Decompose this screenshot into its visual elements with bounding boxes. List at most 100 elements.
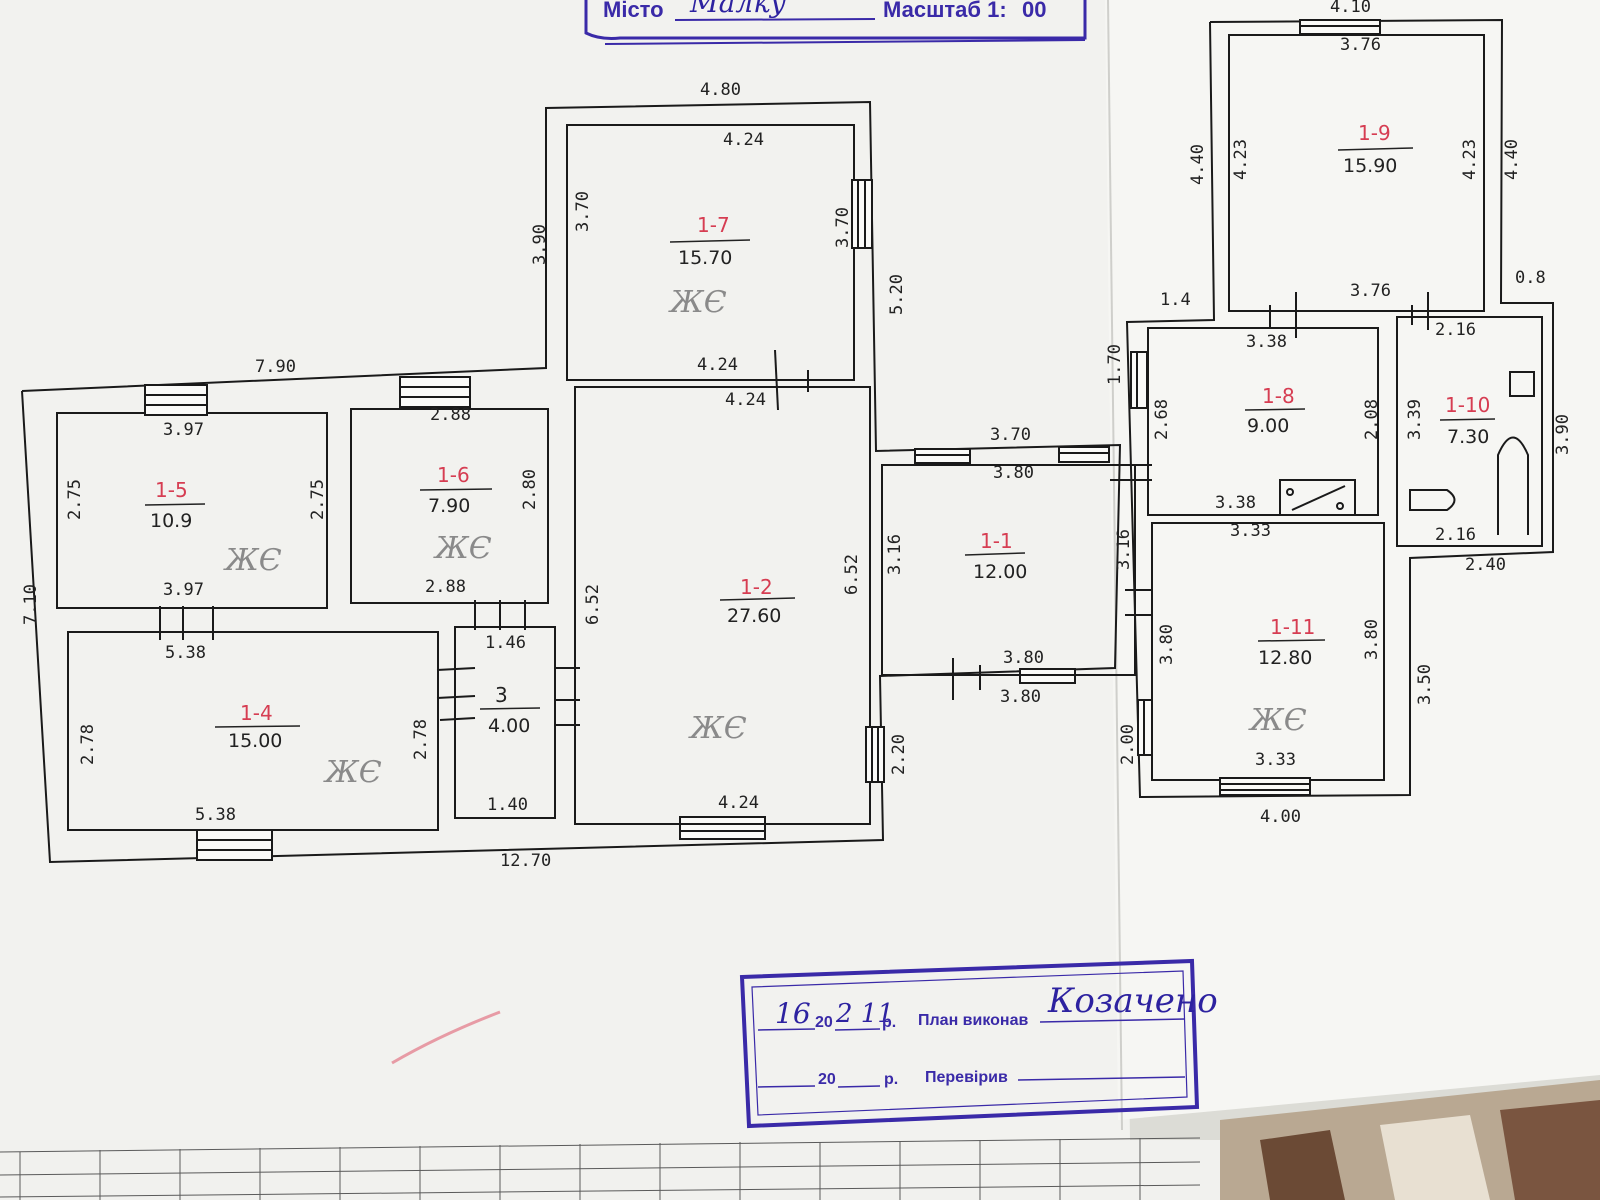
dim-r11-outer-right: 3.50: [1415, 664, 1435, 705]
room-id: 1-1: [980, 529, 1013, 553]
dim-r2-left: 6.52: [583, 584, 603, 625]
room-id: 1-6: [437, 463, 470, 487]
room-area: 4.00: [488, 715, 530, 737]
room-area: 7.90: [428, 495, 470, 517]
scale-value: 00: [1022, 0, 1046, 22]
room-id: 1-10: [1445, 393, 1490, 417]
bathroom-fixtures: [1279, 371, 1535, 535]
walls: [21, 18, 1554, 864]
dim-r10-outer-bottom: 2.40: [1465, 555, 1506, 575]
dim-r1-bottom: 3.80: [1003, 648, 1044, 668]
living-marks: ЖЄ ЖЄ ЖЄ ЖЄ ЖЄ ЖЄ: [223, 285, 1307, 790]
dim-r10-left: 3.39: [1405, 399, 1425, 440]
dim-r9-outer-left: 4.40: [1188, 144, 1208, 185]
left-sheet: [0, 0, 1130, 1160]
dim-r9-top: 3.76: [1340, 35, 1381, 55]
dim-r8-right: 2.08: [1362, 399, 1382, 440]
dim-r9-outer-top: 4.10: [1330, 0, 1371, 17]
dim-step-left: 1.4: [1160, 290, 1191, 310]
toilet: [1409, 489, 1456, 511]
dim-r3-top: 1.46: [485, 633, 526, 653]
room-area: 12.80: [1258, 647, 1312, 669]
boiler: [1279, 479, 1356, 516]
dim-r1-top-outer: 3.70: [990, 425, 1031, 445]
room-id: 1-7: [697, 213, 730, 237]
dim-r5-top: 3.97: [163, 420, 204, 440]
room-id: 1-8: [1262, 384, 1295, 408]
bathtub: [1497, 436, 1529, 535]
dim-r7-outer-top: 4.80: [700, 80, 741, 100]
room-1-8: [1147, 327, 1379, 516]
dim-r2-top: 4.24: [725, 390, 766, 410]
dim-r5-left: 2.75: [65, 479, 85, 520]
dim-r9-right: 4.23: [1460, 139, 1480, 180]
dim-r4-bottom: 5.38: [195, 805, 236, 825]
windows: [144, 19, 1381, 861]
living-mark: ЖЄ: [668, 285, 727, 320]
room-area: 9.00: [1247, 415, 1289, 437]
dim-r7-left: 3.70: [573, 191, 593, 232]
date2-prefix: 20: [818, 1071, 836, 1088]
room-labels: 1-1 12.00 1-2 27.60 3 4.00 1-4 15.00 1-5…: [144, 121, 1496, 752]
dim-r1-ext-right: 1.70: [1105, 344, 1125, 385]
room-area: 27.60: [727, 605, 781, 627]
dim-r11-bottom: 3.33: [1255, 750, 1296, 770]
date-day: 16: [775, 997, 811, 1030]
dim-r4-right: 2.78: [411, 719, 431, 760]
room-1-6: [350, 408, 549, 604]
executed-by: Козачено: [1047, 981, 1218, 1021]
sheet-seam: [1107, 0, 1123, 1131]
dim-r1-left: 3.16: [885, 534, 905, 575]
dim-left-height: 7.10: [21, 584, 41, 625]
room-area: 12.00: [973, 561, 1027, 583]
pencil-stroke: [391, 1010, 501, 1065]
room-id: 1-4: [240, 701, 273, 725]
living-mark: ЖЄ: [323, 755, 382, 790]
room-area: 15.70: [678, 247, 732, 269]
grid-strip: [0, 1137, 1220, 1200]
dim-r9-bottom: 3.76: [1350, 281, 1391, 301]
dim-r4-top: 5.38: [165, 643, 206, 663]
dim-r2-ext-right: 2.20: [889, 734, 909, 775]
dim-r10-top: 2.16: [1435, 320, 1476, 340]
dim-r11-right: 3.80: [1362, 619, 1382, 660]
dim-r7-right: 3.70: [833, 207, 853, 248]
room-area: 15.90: [1343, 155, 1397, 177]
dim-r6-right: 2.80: [520, 469, 540, 510]
room-area: 15.00: [228, 730, 282, 752]
date-year: 2 11: [835, 999, 894, 1029]
dim-r7-bottom: 4.24: [697, 355, 738, 375]
doors: [159, 292, 1429, 726]
living-mark: ЖЄ: [433, 531, 492, 566]
scale-label: Масштаб 1:: [883, 0, 1007, 22]
dim-r10-bottom: 2.16: [1435, 525, 1476, 545]
sink: [1509, 371, 1535, 397]
checked-label: Перевірив: [925, 1069, 1008, 1086]
dim-step-right: 0.8: [1515, 268, 1546, 288]
living-mark: ЖЄ: [688, 711, 747, 746]
dim-total-width: 12.70: [500, 851, 551, 871]
dim-r8-bottom: 3.38: [1215, 493, 1256, 513]
room-1-10: [1396, 316, 1543, 547]
dim-r3-bottom: 1.40: [487, 795, 528, 815]
dim-r8-top: 3.38: [1246, 332, 1287, 352]
dim-r2-right: 6.52: [842, 554, 862, 595]
dim-r7-top: 4.24: [723, 130, 764, 150]
room-id: 1-9: [1358, 121, 1391, 145]
dim-r7-outer-right: 5.20: [887, 274, 907, 315]
header-stamp: Місто Малку Масштаб 1: 00: [584, 0, 1087, 45]
year-suffix: р.: [882, 1014, 896, 1031]
dim-r6-bottom: 2.88: [425, 577, 466, 597]
room-area: 10.9: [150, 510, 192, 532]
dim-r11-outer-bottom: 4.00: [1260, 807, 1301, 827]
room-3: [454, 626, 556, 819]
date-prefix: 20: [815, 1014, 833, 1031]
carpet-corner: [1220, 1080, 1600, 1200]
room-area: 7.30: [1447, 426, 1489, 448]
dim-r1-bottom-outer: 3.80: [1000, 687, 1041, 707]
dim-r11-left: 3.80: [1157, 624, 1177, 665]
room-id: 1-11: [1270, 615, 1315, 639]
dim-r4-left: 2.78: [78, 724, 98, 765]
dim-r7-outer-left: 3.90: [530, 224, 550, 265]
